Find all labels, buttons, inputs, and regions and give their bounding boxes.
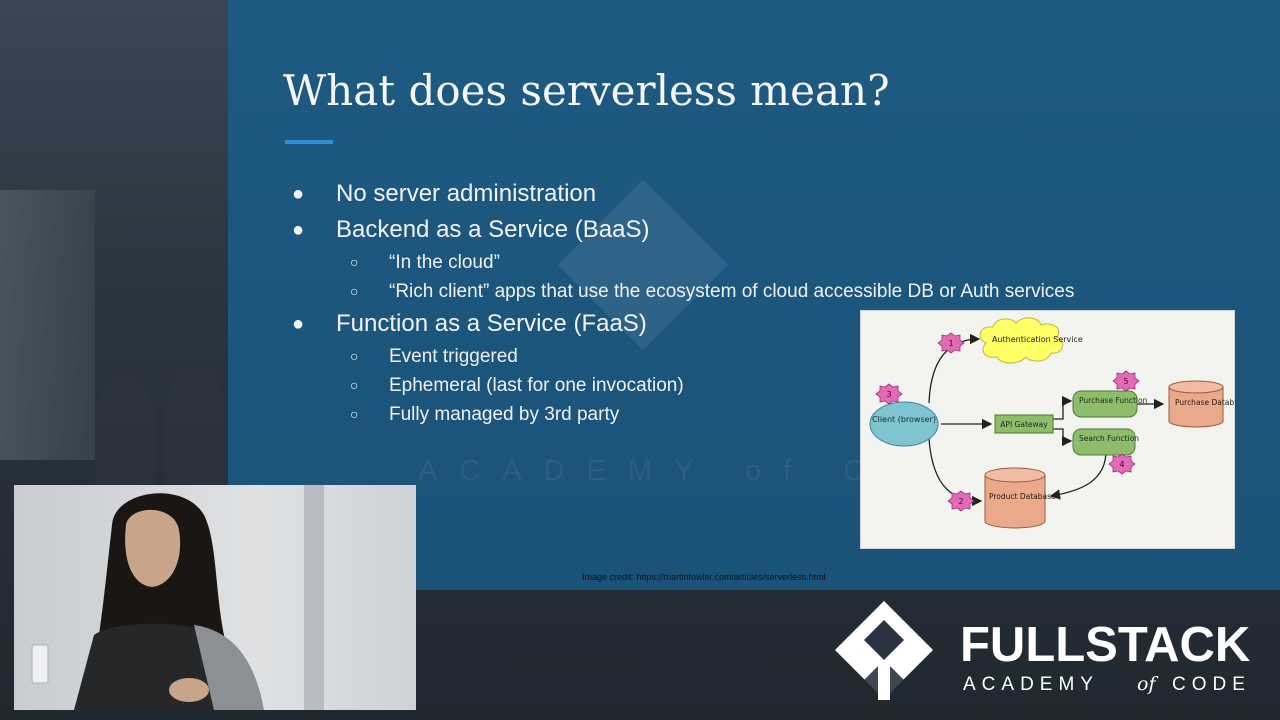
connector-gateway-purchase (1053, 395, 1073, 420)
fullstack-academy-logo: FULLSTACK ACADEMY of CODE (832, 598, 1262, 708)
image-credit: Image credit: https://martinfowler.com/a… (582, 572, 826, 582)
slide-title: What does serverless mean? (283, 66, 890, 115)
speaker-video-inset (14, 485, 416, 710)
title-underline (285, 140, 333, 144)
bullet-ring-icon: ○ (350, 348, 359, 364)
purchase-database-node: Purchase Database (1168, 380, 1234, 428)
bullet-list: ●No server administration ●Backend as a … (292, 176, 1074, 429)
client-label: Client (browser) (872, 415, 936, 424)
brand-tagline-academy: ACADEMY (963, 674, 1099, 695)
audience-member (95, 380, 155, 490)
bullet-ring-icon: ○ (350, 377, 359, 393)
bullet-ring-icon: ○ (350, 406, 359, 422)
purchase-function-node: Purchase Function (1072, 390, 1148, 418)
connector-gateway-search (1053, 428, 1073, 447)
step-badge: 2 (947, 490, 975, 512)
search-function-node: Search Function (1072, 428, 1139, 456)
sub-bullet-item: ○“Rich client” apps that use the ecosyst… (292, 277, 1074, 306)
speaker-cardigan (194, 625, 264, 710)
step-badge: 5 (1112, 370, 1140, 392)
product-database-label: Product Database (989, 492, 1056, 501)
room-window (0, 190, 95, 460)
connector-client-auth (928, 333, 981, 404)
svg-text:2: 2 (958, 497, 963, 506)
bullet-dot-icon: ● (292, 313, 305, 335)
door-frame (304, 485, 324, 710)
sub-bullet-item: ○ “In the cloud” (292, 248, 1074, 277)
bullet-ring-icon: ○ (350, 283, 359, 299)
purchase-database-label: Purchase Database (1175, 398, 1234, 407)
brand-tagline-code: CODE (1172, 674, 1251, 695)
step-badge: 4 (1108, 453, 1136, 475)
speaker-face (125, 509, 181, 587)
connector-client-productdb (928, 438, 983, 507)
step-badge: 1 (937, 332, 965, 354)
audience-member (165, 370, 225, 490)
fullstack-watermark-icon (557, 179, 729, 351)
speaker-hands (169, 678, 209, 702)
serverless-architecture-diagram: Authentication Service Client (browser) … (860, 310, 1235, 549)
search-function-label: Search Function (1079, 434, 1139, 443)
brand-name: FULLSTACK (960, 618, 1250, 672)
bullet-item: ●Function as a Service (FaaS) (292, 306, 1074, 342)
purchase-function-label: Purchase Function (1079, 396, 1148, 405)
connector-search-productdb (1049, 450, 1107, 500)
brand-tagline-of: of (1137, 673, 1158, 695)
fullstack-diamond-icon (835, 601, 933, 700)
step-badge: 3 (875, 383, 903, 405)
svg-text:1: 1 (948, 339, 953, 348)
api-gateway-node: API Gateway (994, 414, 1054, 434)
bullet-item: ●No server administration (292, 176, 1074, 212)
sub-bullet-item: ○Event triggered (292, 342, 1074, 371)
authentication-service-cloud: Authentication Service (979, 317, 1083, 364)
bullet-dot-icon: ● (292, 219, 305, 241)
gateway-label: API Gateway (1000, 420, 1048, 429)
svg-text:5: 5 (1123, 377, 1128, 386)
auth-label: Authentication Service (992, 335, 1083, 344)
sub-bullet-item: ○Fully managed by 3rd party (292, 400, 1074, 429)
bullet-dot-icon: ● (292, 183, 305, 205)
bullet-ring-icon: ○ (350, 254, 359, 270)
product-database-node: Product Database (984, 467, 1056, 529)
svg-text:4: 4 (1119, 460, 1124, 469)
client-node: Client (browser) (869, 401, 939, 447)
light-switch (31, 644, 49, 684)
bullet-item: ●Backend as a Service (BaaS) (292, 212, 1074, 248)
svg-text:3: 3 (886, 390, 891, 399)
sub-bullet-item: ○Ephemeral (last for one invocation) (292, 371, 1074, 400)
